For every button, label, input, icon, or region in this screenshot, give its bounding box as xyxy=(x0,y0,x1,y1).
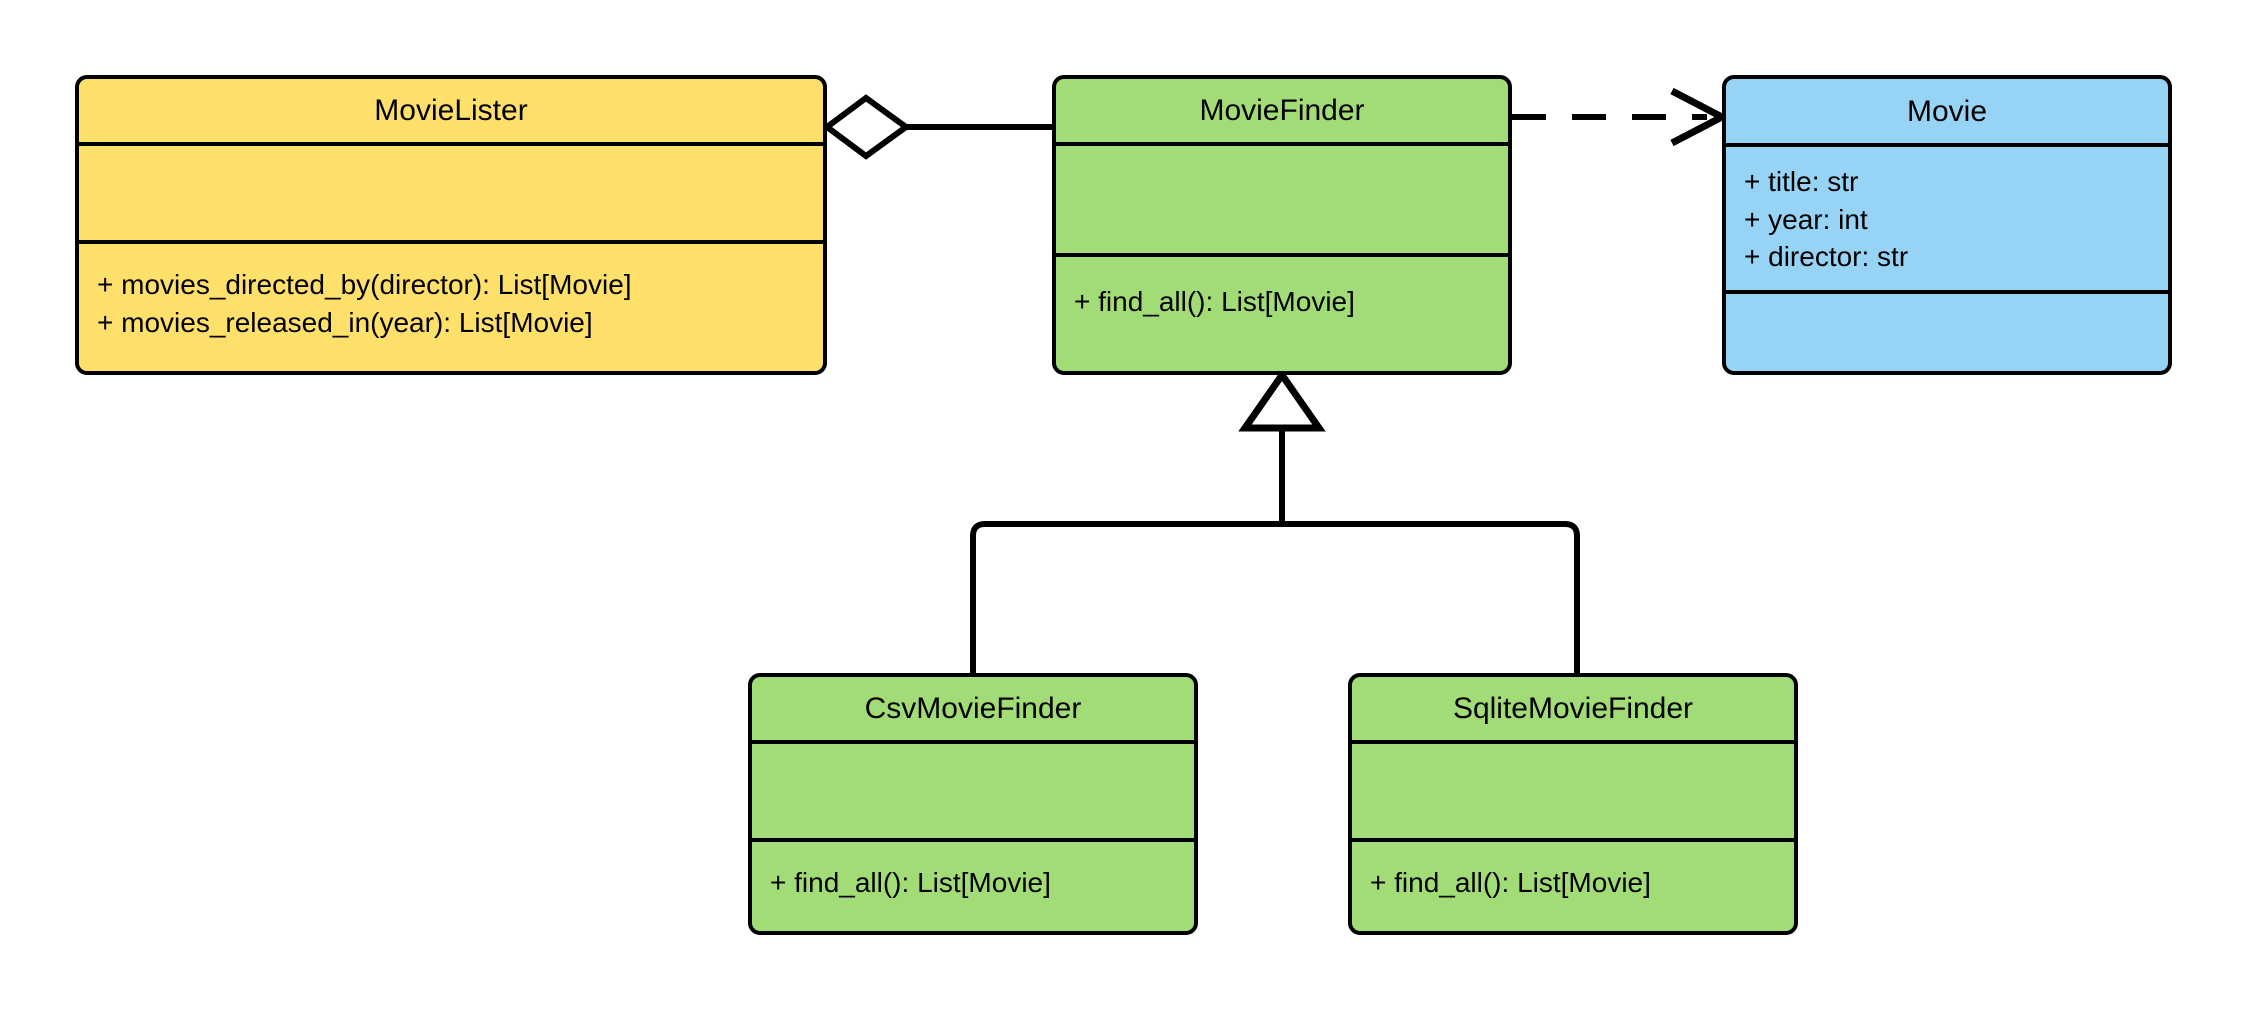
generalization-branch-bus xyxy=(970,521,1580,673)
class-attributes-compartment xyxy=(1056,146,1508,257)
class-name-compartment: MovieLister xyxy=(79,79,823,146)
class-methods-compartment: + find_all(): List[Movie] xyxy=(1056,257,1508,371)
attribute-line: + title: str xyxy=(1744,166,1859,197)
class-box-sqlitemoviefinder[interactable]: SqliteMovieFinder + find_all(): List[Mov… xyxy=(1348,673,1798,935)
open-arrow-icon xyxy=(1670,87,1730,147)
class-name-label: Movie xyxy=(1906,94,1988,128)
class-name-label: CsvMovieFinder xyxy=(864,692,1082,725)
class-attributes-compartment xyxy=(1352,744,1794,842)
hollow-triangle-icon xyxy=(1238,368,1326,432)
class-attributes-compartment xyxy=(752,744,1194,842)
class-name-label: SqliteMovieFinder xyxy=(1452,692,1694,725)
hollow-diamond-icon xyxy=(821,94,912,160)
class-methods-compartment xyxy=(1726,294,2168,371)
class-name-compartment: CsvMovieFinder xyxy=(752,677,1194,744)
dependency-moviefinder-movie xyxy=(1512,87,1730,147)
class-methods-compartment: + find_all(): List[Movie] xyxy=(752,842,1194,931)
aggregation-movielister-moviefinder xyxy=(821,94,1052,160)
method-line: + find_all(): List[Movie] xyxy=(770,867,1051,898)
method-line: + movies_directed_by(director): List[Mov… xyxy=(97,269,632,300)
class-name-compartment: MovieFinder xyxy=(1056,79,1508,146)
method-line: + find_all(): List[Movie] xyxy=(1370,867,1651,898)
class-box-movie[interactable]: Movie + title: str + year: int + directo… xyxy=(1722,75,2172,375)
class-name-compartment: Movie xyxy=(1726,79,2168,147)
class-box-movielister[interactable]: MovieLister + movies_directed_by(directo… xyxy=(75,75,827,375)
class-name-label: MovieFinder xyxy=(1199,94,1365,127)
generalization-tree-moviefinder xyxy=(970,368,1580,673)
attribute-line: + director: str xyxy=(1744,241,1909,273)
method-line: + find_all(): List[Movie] xyxy=(1074,286,1355,317)
method-line: + movies_released_in(year): List[Movie] xyxy=(97,306,593,338)
class-name-compartment: SqliteMovieFinder xyxy=(1352,677,1794,744)
attribute-line: + year: int xyxy=(1744,203,1868,235)
class-name-label: MovieLister xyxy=(374,94,528,127)
class-methods-compartment: + find_all(): List[Movie] xyxy=(1352,842,1794,931)
class-box-csvmoviefinder[interactable]: CsvMovieFinder + find_all(): List[Movie] xyxy=(748,673,1198,935)
class-box-moviefinder[interactable]: MovieFinder + find_all(): List[Movie] xyxy=(1052,75,1512,375)
class-attributes-compartment xyxy=(79,146,823,244)
class-attributes-compartment: + title: str + year: int + director: str xyxy=(1726,147,2168,294)
class-methods-compartment: + movies_directed_by(director): List[Mov… xyxy=(79,244,823,371)
